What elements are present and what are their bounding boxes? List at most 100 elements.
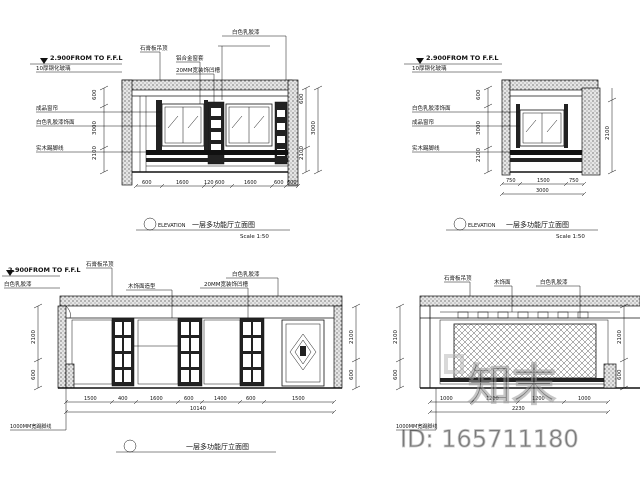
drawing-label: 1000MM宽踢脚线 (396, 423, 437, 430)
door (281, 319, 325, 387)
drawing-label: 白色乳胶漆 (540, 278, 568, 286)
watermark-logo: 知末 (444, 354, 557, 412)
bottom-callout: 1000MM宽踢脚线 (396, 388, 437, 431)
dim-right: 2100 (605, 88, 617, 175)
drawing-label: 600 (92, 89, 98, 100)
light-fixtures (457, 311, 589, 319)
level-marker: 2.900FROM TO F.F.L (404, 54, 502, 65)
drawing-label: 白色乳胶漆饰面 (36, 118, 75, 126)
drawing-label: ELEVATION (468, 223, 496, 229)
drawing-label: 600 (299, 93, 305, 104)
dim-bottom: 1500 400 1600 600 1400 600 1500 10140 (63, 396, 337, 415)
drawing-label: 木饰面 (494, 278, 511, 286)
left-callouts: 10厚钢化玻璃 成品窗帘 白色乳胶漆饰面 实木踢脚线 (36, 64, 162, 153)
drawing-label: 石膏板吊顶 (86, 260, 114, 268)
drawing-label: 石膏板吊顶 (444, 274, 472, 282)
drawing-label: Scale 1:50 (556, 234, 585, 240)
drawing-label: 600 (246, 396, 256, 402)
display-cabinet-2 (177, 317, 203, 387)
drawing-label: 600 (393, 369, 399, 380)
drawing-label: 木饰面造型 (128, 282, 156, 290)
drawing-label: 2100 (476, 148, 482, 162)
dim-left: 2100 3000 600 (92, 85, 109, 175)
drawing-label: 白色乳胶漆 (4, 280, 32, 288)
drawing-label: 2100 (605, 126, 611, 140)
ceiling-slab (121, 79, 293, 91)
drawing-label: 600 (184, 396, 194, 402)
level-marker: 2.900FROM TO F.F.L (2, 266, 81, 277)
ceiling-slab (419, 295, 640, 307)
drawing-label: 1400 (214, 396, 227, 402)
drawing-label: 600 (617, 369, 623, 380)
pilaster-2 (274, 101, 288, 165)
elevation-title: ELEVATION 一层多功能厅立面图 Scale 1:50 (446, 217, 598, 240)
drawing-label: 2100 (92, 146, 98, 160)
drawing-label: 20MM宽装饰凹槽 (204, 280, 248, 288)
drawing-label: 600 (349, 369, 355, 380)
dim-bottom: 600 1600 120 600 1600 600 600 (133, 180, 301, 189)
drawing-label: 3000 (536, 188, 549, 194)
drawing-label: 1600 (244, 180, 257, 186)
left-callouts: 白色乳胶漆 1000MM宽踢脚线 (4, 280, 67, 431)
dim-right: 2100 600 (349, 303, 361, 391)
drawing-label: 白色乳胶漆 (232, 270, 260, 278)
drawing-label: 2230 (512, 406, 525, 412)
drawing-label: 2100 (617, 330, 623, 344)
drawing-label: 1500 (292, 396, 305, 402)
drawing-label: 白色乳胶漆饰面 (412, 104, 451, 112)
level-marker: 2.900FROM TO F.F.L (30, 54, 123, 65)
dim-bottom: 1000 1200 1200 1000 2230 (427, 396, 611, 415)
drawing-label: 600 (31, 369, 37, 380)
elevation-top-left: 2.900FROM TO F.F.L (30, 28, 323, 240)
drawing-label: 600 (476, 89, 482, 100)
window-1 (161, 103, 205, 147)
top-callouts: 石膏板吊顶 铝合金窗套 20MM宽装饰凹槽 白色乳胶漆 (140, 28, 287, 104)
watermark-logo-text: 知末 (468, 360, 556, 411)
drawing-label: 1600 (176, 180, 189, 186)
drawing-label: Scale 1:50 (240, 234, 269, 240)
drawing-label: 1200 (486, 396, 499, 402)
drawing-label: 20MM宽装饰凹槽 (176, 66, 220, 74)
drawing-label: 1000 (578, 396, 591, 402)
wall-right (333, 305, 343, 389)
wall-left (121, 79, 133, 186)
display-cabinet-1 (111, 317, 135, 387)
watermark-id: ID: 165711180 (400, 425, 579, 453)
level-note: 2.900FROM TO F.F.L (50, 54, 123, 62)
watermark: 知末 ID: 165711180 (400, 354, 579, 453)
drawing-label: 1500 (84, 396, 97, 402)
drawing-label: 2.900FROM TO F.F.L (426, 54, 499, 62)
drawing-label: 实木踢脚线 (36, 144, 64, 152)
drawing-label: 600 (287, 180, 297, 186)
left-callouts: 10厚钢化玻璃 白色乳胶漆饰面 成品窗帘 实木踢脚线 (412, 64, 520, 153)
decorative-wall-panel (453, 323, 597, 379)
drawing-label: 2100 (349, 330, 355, 344)
drawing-label: 120 (204, 180, 214, 186)
drawing-label: 2100 (299, 146, 305, 160)
window-2 (225, 103, 273, 147)
dim-bottom: 750 1500 750 3000 (499, 178, 587, 197)
dim-left: 2100 600 (393, 303, 405, 391)
elevation-bottom-left: 2.900FROM TO F.F.L (2, 260, 361, 453)
drawing-label: 600 (215, 180, 225, 186)
drawing-label: 10厚钢化玻璃 (36, 64, 71, 72)
drawing-label: 10140 (190, 406, 206, 412)
wall-left (57, 305, 67, 389)
wall-right (287, 79, 299, 186)
drawing-label: 2.900FROM TO F.F.L (8, 266, 81, 274)
dim-right: 2100 600 (617, 303, 629, 391)
drawing-label: 10厚钢化玻璃 (412, 64, 447, 72)
skirting-band (146, 150, 288, 155)
drawing-label: 1200 (532, 396, 545, 402)
top-callouts: 石膏板吊顶 木饰面造型 20MM宽装饰凹槽 白色乳胶漆 (86, 260, 279, 318)
drawing-label: 1000MM宽踢脚线 (10, 423, 51, 430)
window (519, 109, 565, 147)
elevation-top-right: 2.900FROM TO F.F.L 2100 3000 600 (404, 54, 617, 240)
drawing-label: 1600 (150, 396, 163, 402)
drawing-label: 铝合金窗套 (176, 54, 204, 62)
dim-left: 2100 3000 600 (476, 85, 493, 175)
drawing-label: 1500 (537, 178, 550, 184)
wall-left (501, 79, 511, 176)
drawing-label: 一层多功能厅立面图 (506, 220, 569, 229)
drawing-label: 成品窗帘 (412, 118, 435, 126)
